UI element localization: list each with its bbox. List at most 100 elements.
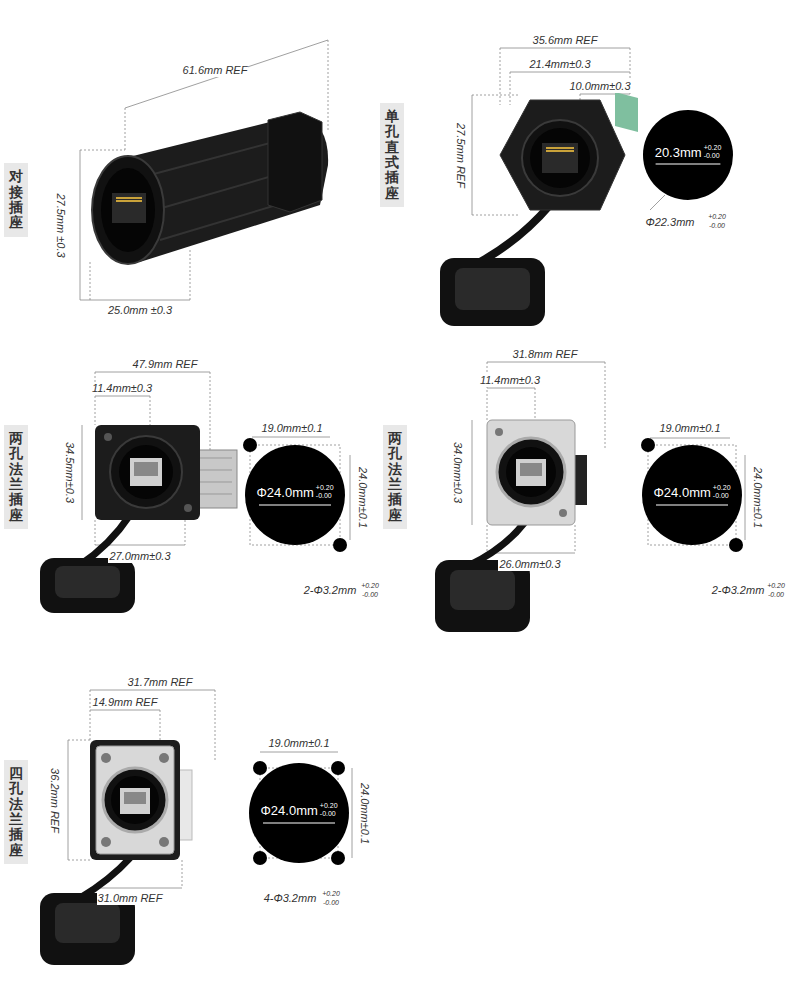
dimension-label: 27.5mm REF <box>453 122 466 189</box>
dimension-lines <box>95 372 210 373</box>
inline-connector <box>92 156 164 264</box>
tolerance: -0.00 <box>316 492 334 500</box>
dimension-label: 24.0mm±0.1 <box>356 465 369 528</box>
dimension-label: 2-Φ3.2mm <box>303 584 358 597</box>
four-hole-flange-socket <box>101 753 111 763</box>
mounting-holes <box>331 851 345 865</box>
tolerance: +0.20 <box>321 890 341 898</box>
two-hole-flange-socket <box>130 458 162 486</box>
dimension-label: 14.9mm REF <box>92 696 159 709</box>
dimension-lines <box>252 437 330 438</box>
dimension-label: 36.2mm REF <box>47 767 60 834</box>
inline-connector <box>112 193 146 223</box>
dimension-lines <box>650 438 730 439</box>
four-hole-flange-socket <box>178 770 192 840</box>
dimension-label: 61.6mm REF <box>182 64 249 77</box>
four-hole-flange-socket <box>96 746 174 854</box>
straight-socket <box>480 205 550 262</box>
mounting-holes <box>243 438 743 865</box>
tolerance: -0.00 <box>361 591 379 599</box>
straight-socket <box>440 92 638 326</box>
dimension-row: 20.3mm+0.20-0.00 <box>655 144 722 160</box>
two-hole-flange-socket-metal <box>435 420 587 632</box>
product-name: 单孔直式插座 <box>385 109 399 201</box>
two-hole-flange-socket <box>104 433 112 441</box>
dimension-lines <box>68 860 90 861</box>
dimension-label: 19.0mm±0.1 <box>267 737 330 750</box>
diameter-line <box>656 164 721 165</box>
dimension-lines <box>80 150 125 151</box>
four-hole-flange-socket <box>124 792 146 804</box>
dimension-row: Φ24.0mm+0.20-0.00 <box>256 484 333 500</box>
two-hole-flange-socket <box>134 462 158 476</box>
two-hole-flange-socket-metal <box>516 459 546 486</box>
side-label-band: 对接插座 <box>4 163 28 237</box>
dimension-lines <box>260 752 338 753</box>
dimension-label: 10.0mm±0.3 <box>568 80 631 93</box>
four-hole-flange-socket <box>111 776 159 824</box>
tolerance: +0.20 <box>316 484 334 492</box>
diameter-value: Φ24.0mm <box>260 803 317 818</box>
dimension-lines <box>500 48 501 105</box>
hole-cutout-circle: Φ24.0mm+0.20-0.00 <box>249 763 349 863</box>
dimension-lines <box>352 768 353 858</box>
tolerance-stack: +0.20-0.00 <box>316 484 334 500</box>
dimension-lines <box>90 888 182 889</box>
tolerance-stack: +0.20-0.00 <box>713 484 731 500</box>
dimension-label: 47.9mm REF <box>132 358 199 371</box>
dimension-label: 19.0mm±0.1 <box>260 422 323 435</box>
tolerance: -0.00 <box>767 591 785 599</box>
dimension-lines <box>95 372 96 425</box>
dimension-lines <box>190 250 191 300</box>
dimension-label: 26.0mm±0.3 <box>498 558 561 571</box>
dimension-lines <box>95 520 96 545</box>
dimension-lines <box>487 553 575 554</box>
two-hole-flange-socket <box>55 566 120 598</box>
side-label-band: 两孔法兰插座 <box>383 425 407 529</box>
tolerance: +0.20 <box>360 582 380 590</box>
two-hole-flange-socket <box>195 450 237 508</box>
two-hole-flange-socket-metal <box>520 463 542 476</box>
two-hole-flange-socket <box>40 558 135 613</box>
dimension-lines <box>150 396 151 425</box>
diameter-line <box>656 505 728 506</box>
dimension-lines <box>472 420 473 525</box>
mounting-holes <box>729 538 743 552</box>
tolerance: -0.00 <box>320 810 338 818</box>
straight-socket <box>455 268 530 310</box>
two-hole-flange-socket <box>95 425 200 520</box>
hole-cutout-circle: Φ24.0mm+0.20-0.00 <box>642 445 742 545</box>
two-hole-flange-socket-metal <box>487 420 575 525</box>
two-hole-flange-socket <box>184 504 192 512</box>
two-hole-flange-socket-metal <box>506 447 556 497</box>
product-name: 四孔法兰插座 <box>9 766 23 858</box>
straight-socket <box>522 120 598 196</box>
dimension-lines <box>68 740 69 860</box>
four-hole-flange-socket <box>90 740 180 860</box>
two-hole-flange-socket-metal <box>559 509 567 517</box>
dimension-label: 24.0mm±0.1 <box>751 465 764 528</box>
dimension-lines <box>215 690 216 760</box>
tolerance-stack: +0.20-0.00 <box>704 144 722 160</box>
dimension-lines <box>472 95 473 215</box>
dimension-lines <box>80 300 190 301</box>
mounting-holes <box>243 438 257 452</box>
diameter-value: Φ24.0mm <box>653 485 710 500</box>
dimension-label: 31.7mm REF <box>127 676 194 689</box>
four-hole-flange-socket <box>103 768 167 832</box>
straight-socket <box>542 143 578 173</box>
tolerance: +0.20 <box>704 144 722 152</box>
hole-cutout-circle: Φ24.0mm+0.20-0.00 <box>245 445 345 545</box>
product-name: 两孔法兰插座 <box>9 431 23 523</box>
dimension-label: 35.6mm REF <box>532 34 599 47</box>
dimension-label: 11.4mm±0.3 <box>91 382 153 395</box>
dimension-lines <box>82 425 83 520</box>
straight-socket <box>530 128 590 188</box>
tolerance: +0.20 <box>707 213 727 221</box>
two-hole-flange-socket-metal <box>497 438 565 506</box>
dimension-lines <box>487 362 488 420</box>
dimension-lines <box>125 40 328 108</box>
dimension-lines <box>575 525 576 553</box>
dimension-label: 25.0mm ±0.3 <box>107 304 173 317</box>
